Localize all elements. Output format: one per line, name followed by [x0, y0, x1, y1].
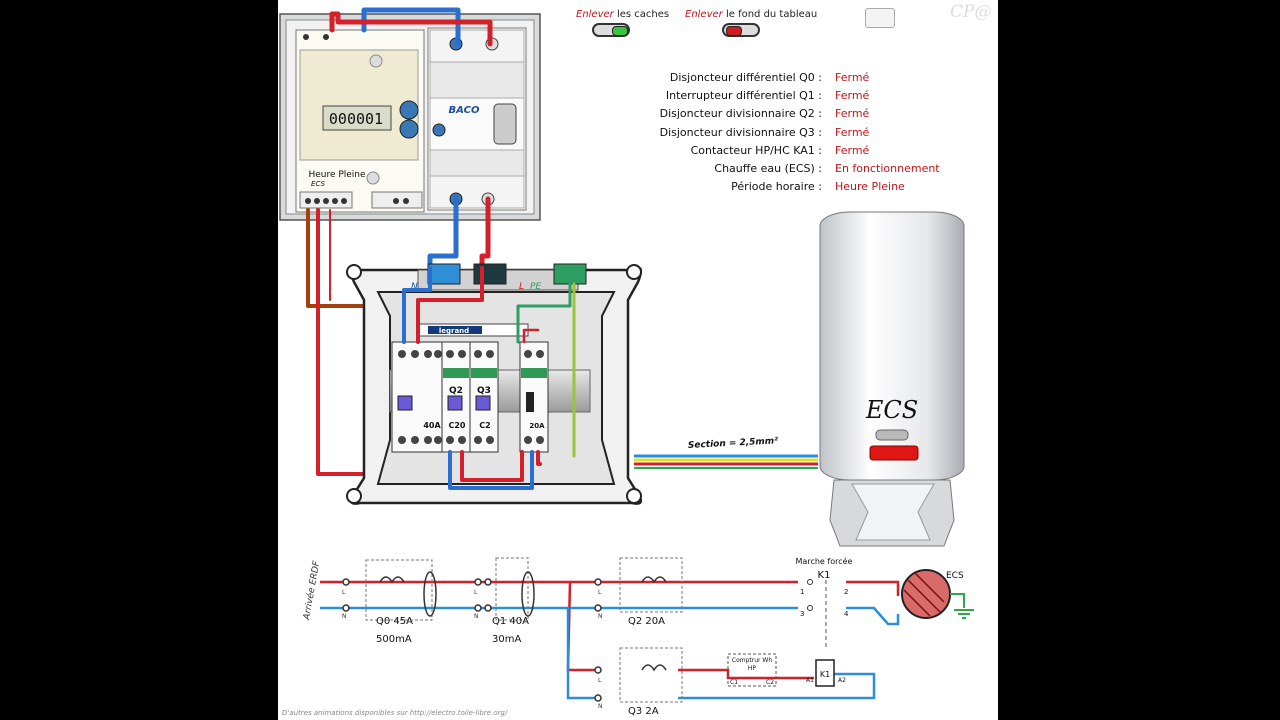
q3-lever[interactable]	[475, 395, 491, 411]
q2-lever[interactable]	[447, 395, 463, 411]
q1-sensitivity: 30mA	[492, 634, 521, 645]
installation-drawing: 000001 Heure Pleine ECS BACO	[279, 7, 974, 717]
q0-sensitivity: 500mA	[376, 634, 412, 645]
meter-box-hp: HP	[748, 665, 757, 672]
author-logo: CP@	[950, 2, 992, 22]
meter-c1: C1	[730, 679, 738, 686]
status-label: Interrupteur différentiel Q1 :	[665, 89, 822, 103]
q1-lever[interactable]	[397, 395, 413, 411]
terminal-pe-label: PE	[530, 282, 541, 292]
module-q3	[469, 341, 499, 453]
heater-cable: Section = 2,5mm²	[634, 436, 818, 469]
q2-n-mark: N	[598, 613, 603, 620]
status-label: Disjoncteur divisionnaire Q2 :	[659, 107, 822, 121]
q1-name: Q1 40A	[492, 616, 529, 627]
status-value: Fermé	[835, 89, 870, 103]
heater-label: ECS	[865, 396, 918, 424]
status-value: Fermé	[835, 71, 870, 84]
status-value: Fermé	[835, 143, 870, 157]
status-value: Heure Pleine	[835, 180, 905, 194]
status-value: En fonctionnement	[835, 162, 940, 176]
q2-curve: C20	[448, 421, 465, 430]
q2-name: Q2 20A	[628, 616, 665, 627]
coil-a1: A1	[806, 677, 814, 684]
status-value: Fermé	[835, 107, 870, 121]
water-heater: ECS	[819, 211, 965, 547]
wiring-schematic: Arrivée ERDF Q0 45A 500mA L N	[301, 556, 974, 717]
k1-name: K1	[818, 570, 831, 581]
q3-tag: Q3	[477, 386, 491, 396]
animation-stage: 000001 Heure Pleine ECS BACO	[278, 0, 998, 720]
toggle-knob	[726, 26, 742, 36]
q3-curve: C2	[479, 421, 490, 430]
status-label: Chauffe eau (ECS) :	[714, 162, 822, 176]
meter-button-1[interactable]	[399, 100, 419, 120]
status-label: Contacteur HP/HC KA1 :	[690, 143, 822, 157]
terminal-l-label: L	[519, 282, 524, 292]
meter-tariff-sub: ECS	[311, 180, 325, 188]
meter-c2: C2	[766, 679, 774, 686]
ka1-rating-text: 20A	[529, 422, 545, 430]
status-label: Disjoncteur différentiel Q0 :	[669, 71, 822, 84]
coil-name: K1	[820, 670, 830, 679]
k1-title: Marche forcée	[796, 556, 853, 566]
q1-rating: 40A	[423, 421, 441, 430]
k1-terminal-2: 2	[844, 588, 848, 596]
k1-coil	[815, 659, 835, 687]
remove-covers-label: Enlever les caches	[576, 9, 670, 20]
footer-link[interactable]: D'autres animations disponibles sur http…	[282, 709, 508, 717]
ecs-symbol-label: ECS	[946, 571, 964, 581]
q0-n-mark: N	[342, 613, 347, 620]
board-wiring	[402, 266, 576, 490]
meter-box-title: Comptrur Wh	[732, 657, 772, 664]
remove-covers-toggle[interactable]	[592, 23, 630, 37]
q2-tag: Q2	[449, 386, 463, 396]
coil-a2: A2	[838, 677, 846, 684]
status-row: Disjoncteur divisionnaire Q2 : Fermé	[650, 105, 940, 123]
q2-l-mark: L	[598, 589, 602, 596]
k1-terminal-4: 4	[844, 610, 849, 618]
cable-section: Section = 2,5mm²	[688, 436, 779, 451]
ka1-switch[interactable]	[526, 392, 534, 412]
q1-l-mark: L	[474, 589, 478, 596]
fullscreen-icon[interactable]	[865, 8, 895, 28]
status-row: Interrupteur différentiel Q1 : Fermé	[650, 87, 940, 105]
status-row: Disjoncteur différentiel Q0 : Fermé	[650, 69, 940, 87]
remove-background-toggle[interactable]	[722, 23, 760, 37]
status-row: Période horaire : Heure Pleine	[650, 178, 940, 196]
distribution-board: N L PE legrand CE 40A Q2 Q3 C20	[346, 263, 643, 505]
meter-tariff: Heure Pleine	[308, 170, 366, 180]
panel-ce: CE	[485, 328, 493, 335]
status-value: Fermé	[835, 125, 870, 139]
terminal-n-label: N	[411, 282, 418, 292]
meter-reading: 000001	[329, 110, 383, 128]
meter-board: 000001 Heure Pleine ECS BACO	[279, 13, 541, 221]
heater-indicator-light	[869, 445, 919, 461]
status-row: Contacteur HP/HC KA1 : Fermé	[650, 142, 940, 160]
panel-brand: legrand	[439, 327, 469, 335]
q3-n-mark: N	[598, 703, 603, 710]
breaker-lever[interactable]	[493, 103, 517, 145]
status-label: Disjoncteur divisionnaire Q3 :	[659, 125, 822, 139]
q0-l-mark: L	[342, 589, 346, 596]
status-row: Chauffe eau (ECS) : En fonctionnement	[650, 160, 940, 178]
status-row: Disjoncteur divisionnaire Q3 : Fermé	[650, 124, 940, 142]
q3-l-mark: L	[598, 677, 602, 684]
q1-n-mark: N	[474, 613, 479, 620]
meter-lcd	[322, 105, 392, 131]
q3-name: Q3 2A	[628, 706, 659, 717]
meter-button-2[interactable]	[399, 119, 419, 139]
ecs-resistor-symbol	[901, 569, 951, 619]
remove-background-label: Enlever le fond du tableau	[685, 9, 818, 20]
breaker-brand: BACO	[449, 105, 480, 116]
k1-terminal-1: 1	[800, 588, 804, 596]
toggle-knob	[612, 26, 628, 36]
q0-name: Q0 45A	[376, 616, 413, 627]
k1-terminal-3: 3	[800, 610, 804, 618]
schematic-feed-label: Arrivée ERDF	[301, 559, 322, 621]
status-label: Période horaire :	[731, 180, 822, 194]
